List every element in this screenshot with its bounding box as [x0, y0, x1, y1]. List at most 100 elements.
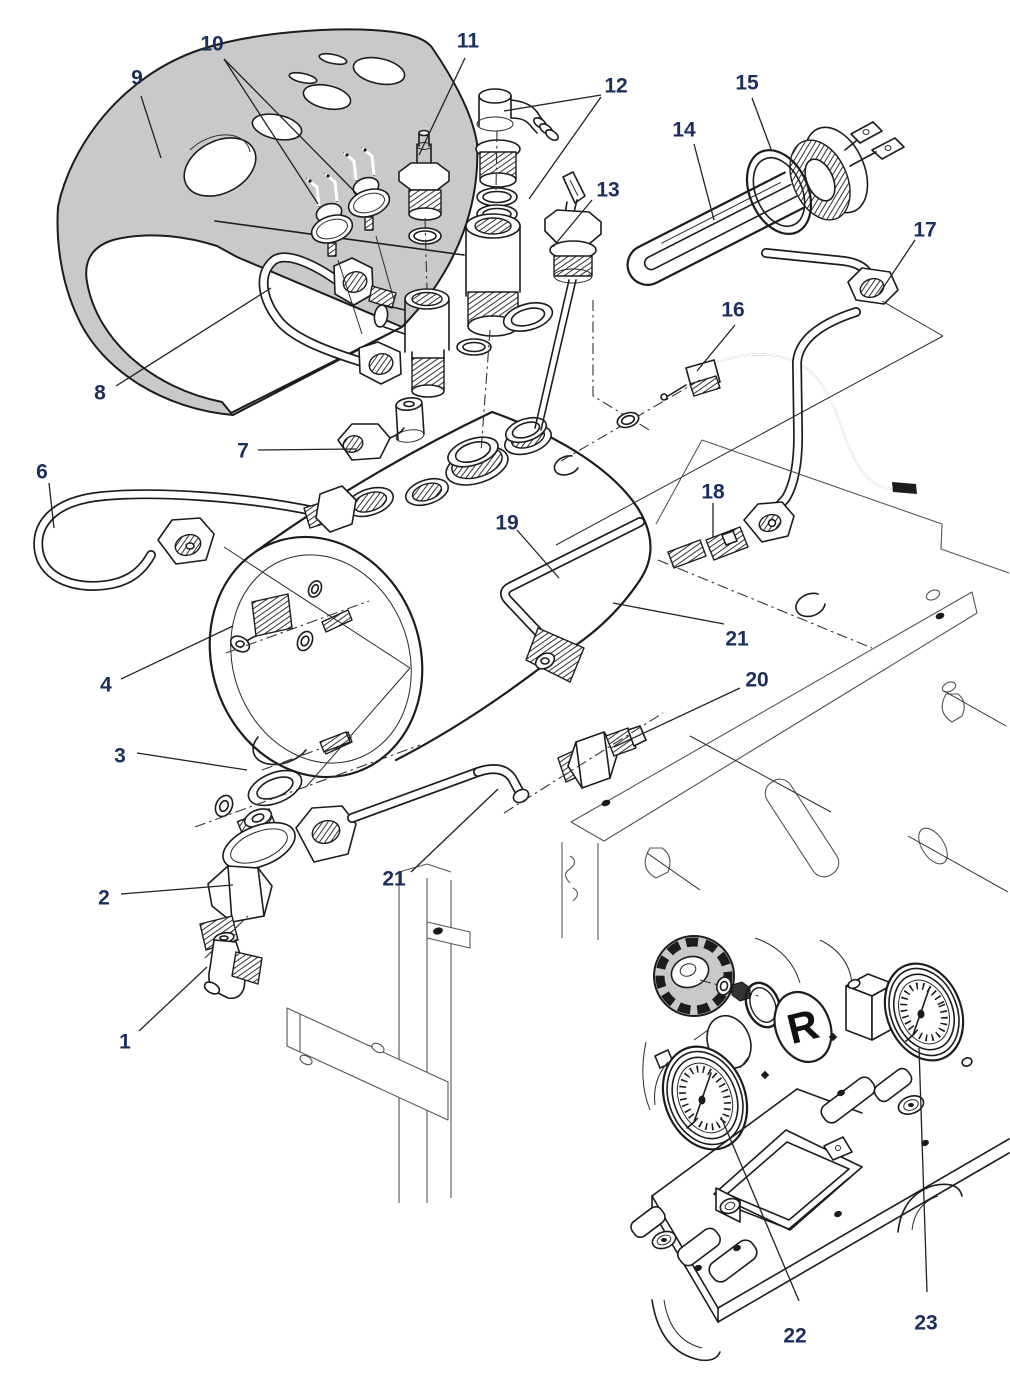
frame-rail: [570, 591, 978, 842]
pointer-lines: [555, 300, 944, 546]
callout-9-label-insulation-cover: 9: [131, 67, 143, 90]
outlet-pipe-17: [761, 248, 899, 521]
callout-3-leader-flat-gasket: [136, 752, 248, 771]
callout-21-label-union-fitting-a: 21: [725, 628, 749, 651]
callout-22-label-pump-pressure-gauge: 22: [783, 1325, 806, 1348]
o-ring: [744, 981, 782, 1029]
callout-15-leader-o-ring: [751, 97, 772, 150]
screw: [319, 731, 351, 753]
callout-14-leader-heating-element: [693, 143, 715, 221]
panel-slot: [708, 1239, 758, 1283]
gauge-23: [883, 962, 965, 1062]
inset-detail-view: R: [630, 935, 1010, 1362]
callout-11-leader-vacuum-valve: [418, 57, 466, 156]
cover-slot: [288, 71, 318, 85]
callout-9-leader-insulation-cover: [140, 95, 162, 159]
cover-slot: [318, 52, 348, 66]
callout-21-leader-union-fitting-a: [612, 602, 725, 625]
o-ring-15: [745, 149, 813, 235]
callout-7-leader-elbow-nut-fitting: [257, 448, 357, 451]
panel-slot: [630, 1205, 666, 1239]
callout-1-label-elbow-union-fitting: 1: [119, 1031, 131, 1054]
machine-foot: [651, 1299, 721, 1362]
machine-foot: [897, 1183, 963, 1233]
safety-valve-2: [199, 808, 296, 959]
sensor-16: [560, 353, 917, 494]
callout-20-leader-check-valve: [613, 687, 741, 748]
callout-10-label-pressure-switches: 10: [200, 33, 223, 56]
callout-12-leader-elbow-coupling-set: [528, 96, 602, 200]
callout-19-leader-connection-pipe: [516, 529, 560, 579]
panel-slot: [873, 1067, 913, 1103]
callout-10-leader-pressure-switches: [223, 58, 358, 195]
callout-6-label-loop-pipe: 6: [36, 461, 48, 484]
cover-hole: [302, 83, 352, 111]
threaded-fitting-21: [525, 627, 585, 683]
callout-2-label-safety-valve: 2: [98, 887, 110, 910]
callout-12-leader-elbow-coupling-set: [503, 94, 602, 112]
pressure-switch: [306, 172, 354, 257]
callout-18-label-nipple-fitting: 18: [701, 481, 725, 504]
callout-8-leader-u-pipe: [115, 287, 272, 387]
callout-23-leader-boiler-pressure-gauge: [918, 1047, 928, 1293]
callout-21-label-union-fitting-b: 21: [382, 868, 406, 891]
elbow-1: [203, 931, 263, 1000]
callout-12-label-elbow-coupling-set: 12: [604, 75, 627, 98]
cover-hole: [352, 56, 406, 86]
callout-11-label-vacuum-valve: 11: [457, 30, 480, 53]
snap-ring: [553, 455, 579, 476]
boiler: [208, 410, 652, 779]
callout-17-leader-outlet-pipe: [878, 239, 916, 295]
element-terminal: [871, 137, 905, 160]
callout-19-label-connection-pipe: 19: [495, 512, 518, 535]
tee-fitting: [373, 288, 450, 398]
pressure-switches-10: [306, 146, 395, 335]
bottom-parts: [194, 712, 664, 1000]
callout-22-leader-pump-pressure-gauge: [720, 1116, 800, 1302]
union-21b-and-pipe: [295, 764, 530, 863]
inset-panel: [630, 1032, 1010, 1362]
panel-slot: [677, 1227, 721, 1267]
snap-ring: [795, 592, 826, 618]
elbow-fitting-7: [337, 396, 425, 461]
wire-connector: [892, 482, 917, 494]
callout-13-leader-temperature-probe: [552, 199, 593, 248]
chassis-frame: [286, 439, 1010, 1203]
u-pipe-8: [258, 252, 402, 385]
callout-17-label-outlet-pipe: 17: [913, 219, 936, 242]
boiler-top-ports: [346, 416, 579, 518]
frame-hole: [644, 847, 671, 879]
callout-15-label-o-ring: 15: [735, 72, 759, 95]
insulation-cover: [56, 28, 479, 416]
elbow-coupling-12: [456, 88, 559, 453]
callout-21-leader-union-fitting-b: [410, 788, 499, 873]
callout-16-leader-sensor-with-wire: [696, 324, 736, 372]
callout-1-leader-elbow-union-fitting: [138, 966, 208, 1032]
heating-element-14: [592, 121, 905, 432]
callout-6-leader-loop-pipe: [48, 482, 55, 529]
callout-2-leader-safety-valve: [120, 884, 234, 895]
callout-20-label-check-valve: 20: [745, 669, 768, 692]
callout-3-label-flat-gasket: 3: [114, 745, 126, 768]
gauge-22: [642, 1041, 749, 1151]
callout-4-label-boiler-face-elbow-fitting: 4: [100, 674, 112, 697]
pressure-switch: [343, 146, 391, 231]
frame-slot: [764, 778, 840, 878]
logo-disc: [773, 991, 833, 1063]
frame-hole: [941, 693, 965, 723]
check-valve-20: [503, 712, 664, 814]
callout-4-leader-boiler-face-elbow-fitting: [120, 625, 234, 680]
element-terminal: [850, 121, 883, 144]
temperature-probe-13: [502, 171, 602, 431]
connection-pipe-19: [500, 517, 645, 683]
callout-23-label-boiler-pressure-gauge: 23: [914, 1312, 937, 1335]
callout-13-label-temperature-probe: 13: [596, 179, 619, 202]
fitting-18-group: [657, 501, 873, 649]
pipe-nut: [315, 485, 357, 533]
frame-hole: [918, 827, 948, 865]
frame-bracket: [286, 1007, 449, 1121]
callout-16-label-sensor-with-wire: 16: [721, 299, 744, 322]
